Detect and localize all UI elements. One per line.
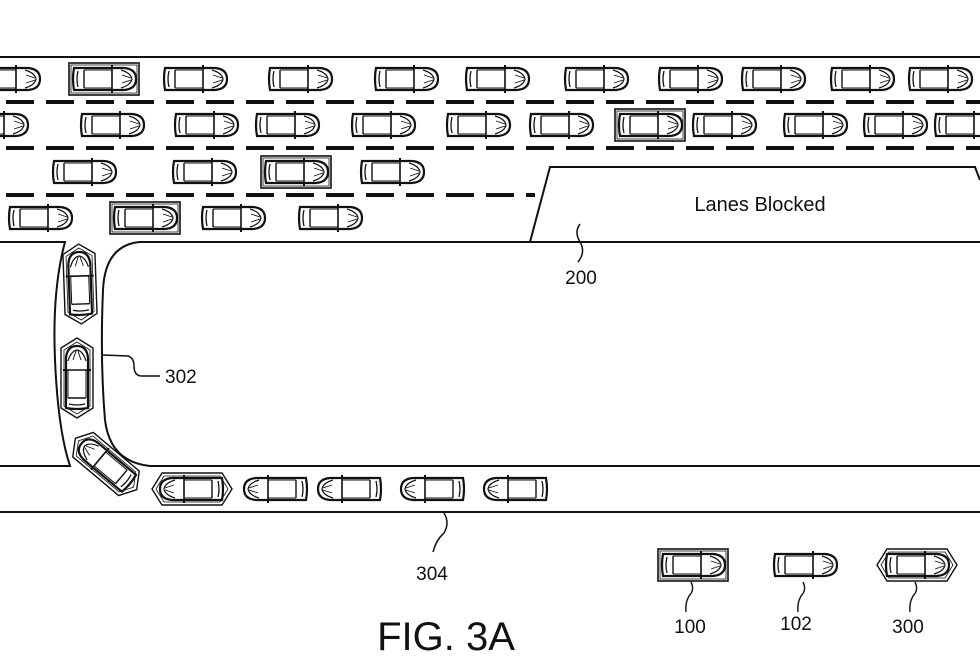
vehicle-102: [482, 473, 549, 505]
vehicle-300: [61, 242, 99, 326]
vehicle-102: [350, 109, 417, 141]
vehicle-102: [464, 63, 531, 95]
lane-1: [0, 62, 974, 96]
legend-numeral-102: 102: [780, 614, 812, 635]
vehicle-102: [772, 549, 839, 581]
blocked-region-label: Lanes Blocked: [694, 194, 825, 216]
vehicle-102: [907, 63, 974, 95]
vehicle-102: [528, 109, 595, 141]
leader-100: [685, 581, 694, 613]
vehicle-300: [151, 472, 233, 506]
vehicle-100: [68, 62, 140, 96]
vehicle-100: [614, 108, 686, 142]
vehicle-102: [162, 63, 229, 95]
vehicle-102: [445, 109, 512, 141]
lane-4: [7, 201, 364, 235]
leader-300: [909, 581, 918, 613]
vehicle-102: [7, 202, 74, 234]
vehicle-102: [862, 109, 929, 141]
legend: 100 102 300: [657, 548, 958, 638]
vehicle-100: [260, 155, 332, 189]
vehicle-102: [254, 109, 321, 141]
vehicle-300: [64, 425, 148, 503]
vehicle-102: [316, 473, 383, 505]
legend-numeral-100: 100: [674, 617, 706, 638]
vehicle-102: [399, 473, 466, 505]
lane-2: [0, 108, 980, 142]
vehicle-102: [829, 63, 896, 95]
vehicle-102: [267, 63, 334, 95]
vehicle-102: [0, 63, 42, 95]
central-median-edge: [100, 241, 980, 467]
vehicle-102: [79, 109, 146, 141]
lane-3: [51, 155, 426, 189]
vehicle-300: [60, 337, 94, 419]
vehicle-102: [373, 63, 440, 95]
vehicle-100: [657, 548, 729, 582]
numeral-200: 200: [565, 268, 597, 289]
vehicle-102: [297, 202, 364, 234]
vehicle-100: [109, 201, 181, 235]
left-median-edge: [0, 241, 72, 467]
vehicle-102: [740, 63, 807, 95]
vehicle-102: [200, 202, 267, 234]
vehicle-102: [171, 156, 238, 188]
numeral-302: 302: [165, 367, 197, 388]
vehicle-102: [359, 156, 426, 188]
leader-102: [797, 581, 806, 613]
vehicle-102: [691, 109, 758, 141]
vehicle-102: [782, 109, 849, 141]
vehicle-300: [876, 548, 958, 582]
vehicle-102: [0, 109, 30, 141]
blocked-region-outline: [529, 166, 980, 243]
figure-caption: FIG. 3A: [377, 615, 515, 659]
shoulder-304: [151, 472, 549, 506]
vehicle-102: [933, 109, 980, 141]
legend-numeral-300: 300: [892, 617, 924, 638]
vehicle-102: [657, 63, 724, 95]
leader-200: [576, 223, 584, 263]
leader-302: [102, 354, 160, 377]
vehicle-102: [51, 156, 118, 188]
vehicle-102: [242, 473, 309, 505]
leader-304: [432, 512, 448, 553]
vehicle-102: [173, 109, 240, 141]
vehicle-102: [563, 63, 630, 95]
numeral-304: 304: [416, 564, 448, 585]
